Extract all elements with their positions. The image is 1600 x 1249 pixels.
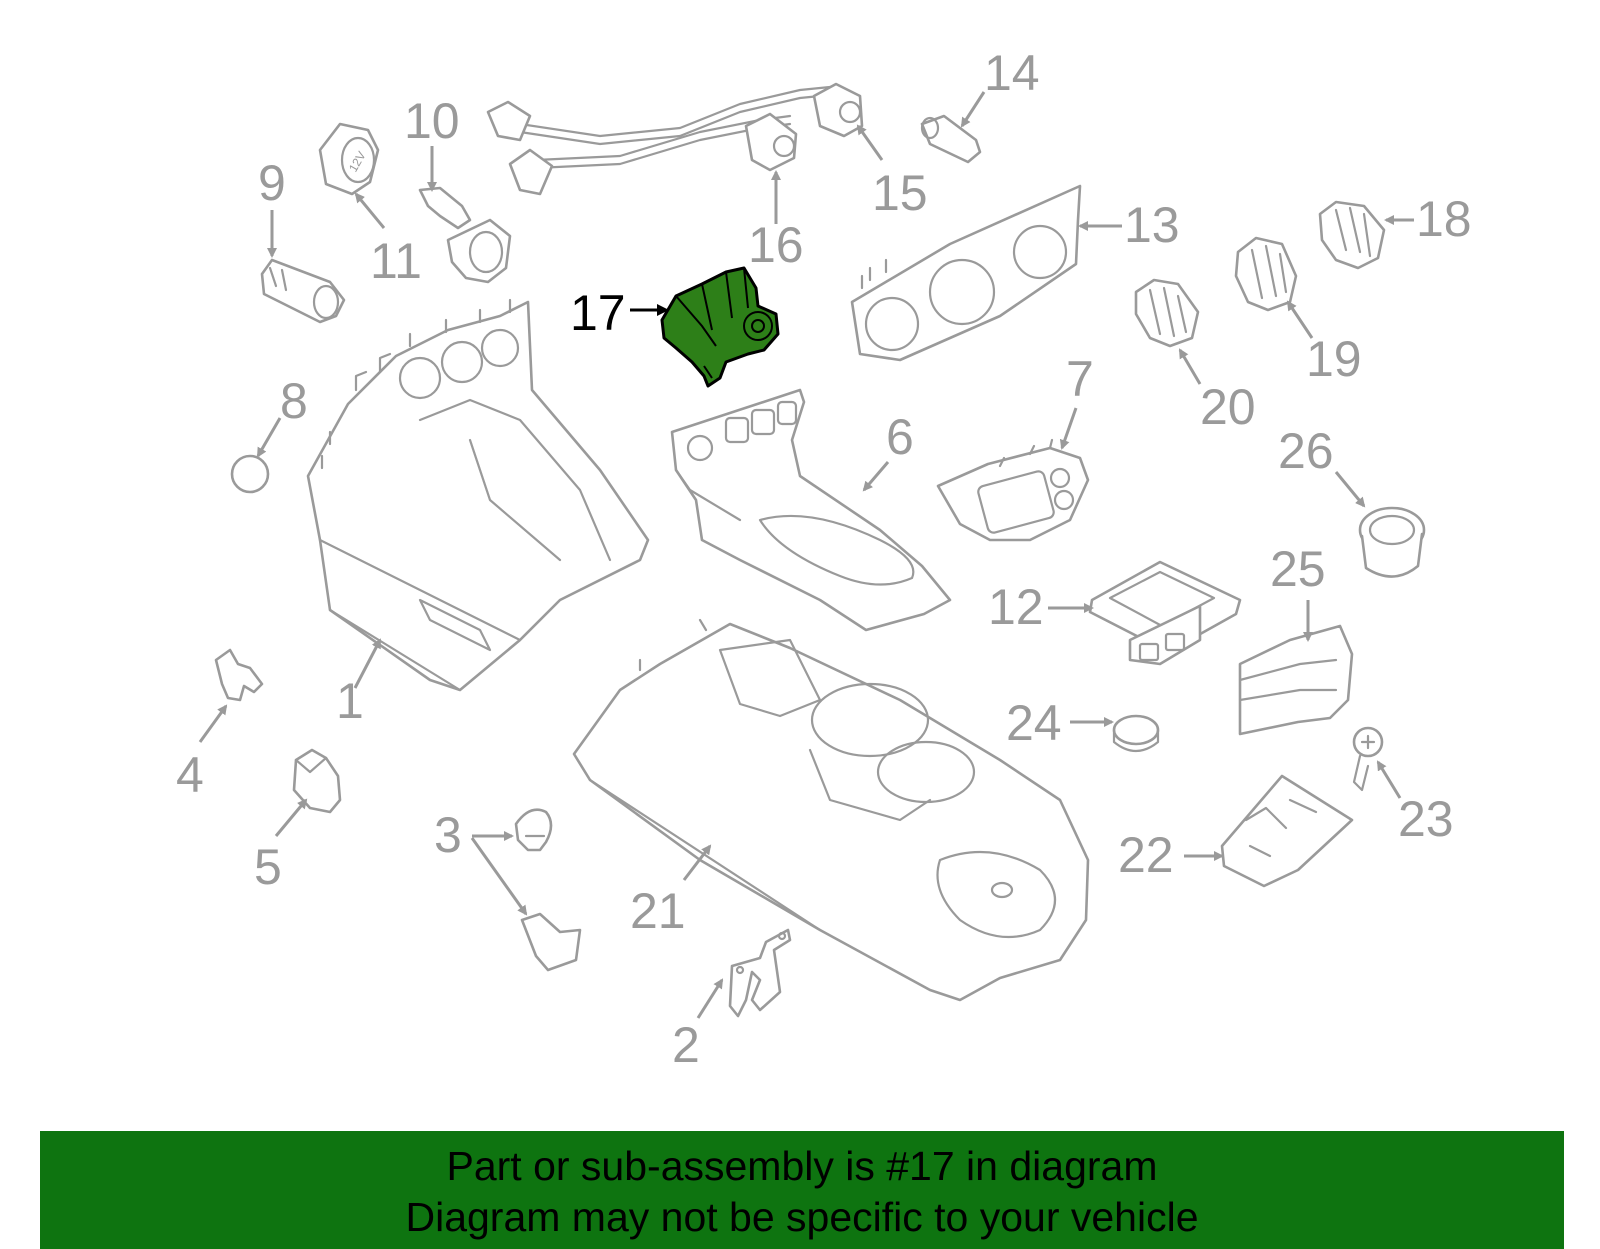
- callout-labels: 1 2 3 4 5 6 7 8 9 10 11 12 13 14 15 16 1…: [176, 45, 1472, 1073]
- callout-23: 23: [1398, 791, 1454, 847]
- leader-lines: [198, 91, 1414, 1019]
- part-4-clip: [214, 648, 264, 702]
- info-banner: Part or sub-assembly is #17 in diagram D…: [40, 1131, 1564, 1249]
- part-13-climate-control: [850, 184, 1082, 362]
- banner-line-part: Part or sub-assembly is #17 in diagram: [446, 1143, 1158, 1189]
- part-11-power-socket: 12V: [318, 122, 380, 196]
- callout-12: 12: [988, 579, 1044, 635]
- callout-18: 18: [1416, 191, 1472, 247]
- callout-26: 26: [1278, 423, 1334, 479]
- part-12-window-switch: [1088, 560, 1242, 666]
- callout-22: 22: [1118, 827, 1174, 883]
- part-25-cup-holder-insert: [1238, 624, 1354, 736]
- part-1-front-console-panel: [306, 298, 650, 692]
- part-7-switch-bezel: [936, 438, 1090, 542]
- callout-16: 16: [748, 217, 804, 273]
- part-5-cap: [292, 748, 342, 814]
- callout-24: 24: [1006, 695, 1062, 751]
- callout-20: 20: [1200, 379, 1256, 435]
- callout-3: 3: [434, 807, 462, 863]
- part-8-plug: [230, 454, 270, 494]
- callout-13: 13: [1124, 197, 1180, 253]
- part-18-knob: [1318, 200, 1386, 270]
- part-9-socket: [260, 258, 346, 324]
- part-21-center-console: [572, 618, 1090, 1002]
- part-17-highlighted: [660, 266, 780, 388]
- part-15-16-wire-harness: [486, 82, 864, 196]
- callout-8: 8: [280, 373, 308, 429]
- banner-line-disclaimer: Diagram may not be specific to your vehi…: [405, 1194, 1199, 1240]
- callout-21: 21: [630, 883, 686, 939]
- callout-14: 14: [984, 45, 1040, 101]
- part-24-plug: [1112, 714, 1160, 753]
- callout-10: 10: [404, 93, 460, 149]
- part-14-bulb: [920, 114, 982, 164]
- part-26-cup: [1358, 506, 1426, 578]
- callout-1: 1: [336, 673, 364, 729]
- part-22-bracket: [1220, 774, 1354, 888]
- part-20-knob: [1134, 278, 1200, 348]
- callout-25: 25: [1270, 541, 1326, 597]
- parts-diagram: 12V: [176, 45, 1472, 1073]
- callout-2: 2: [672, 1017, 700, 1073]
- callout-6: 6: [886, 409, 914, 465]
- callout-11: 11: [370, 233, 422, 289]
- callout-5: 5: [254, 839, 282, 895]
- part-6-shifter-bezel: [670, 388, 952, 632]
- callout-19: 19: [1306, 331, 1362, 387]
- callout-17: 17: [570, 285, 626, 341]
- part-2-bracket: [728, 928, 792, 1018]
- part-10-holder: [418, 186, 512, 284]
- callout-15: 15: [872, 165, 928, 221]
- callout-9: 9: [258, 155, 286, 211]
- part-19-knob: [1234, 236, 1298, 312]
- part-23-screw: [1352, 726, 1384, 792]
- callout-4: 4: [176, 747, 204, 803]
- callout-7: 7: [1066, 351, 1094, 407]
- part-3-clips: [514, 808, 582, 972]
